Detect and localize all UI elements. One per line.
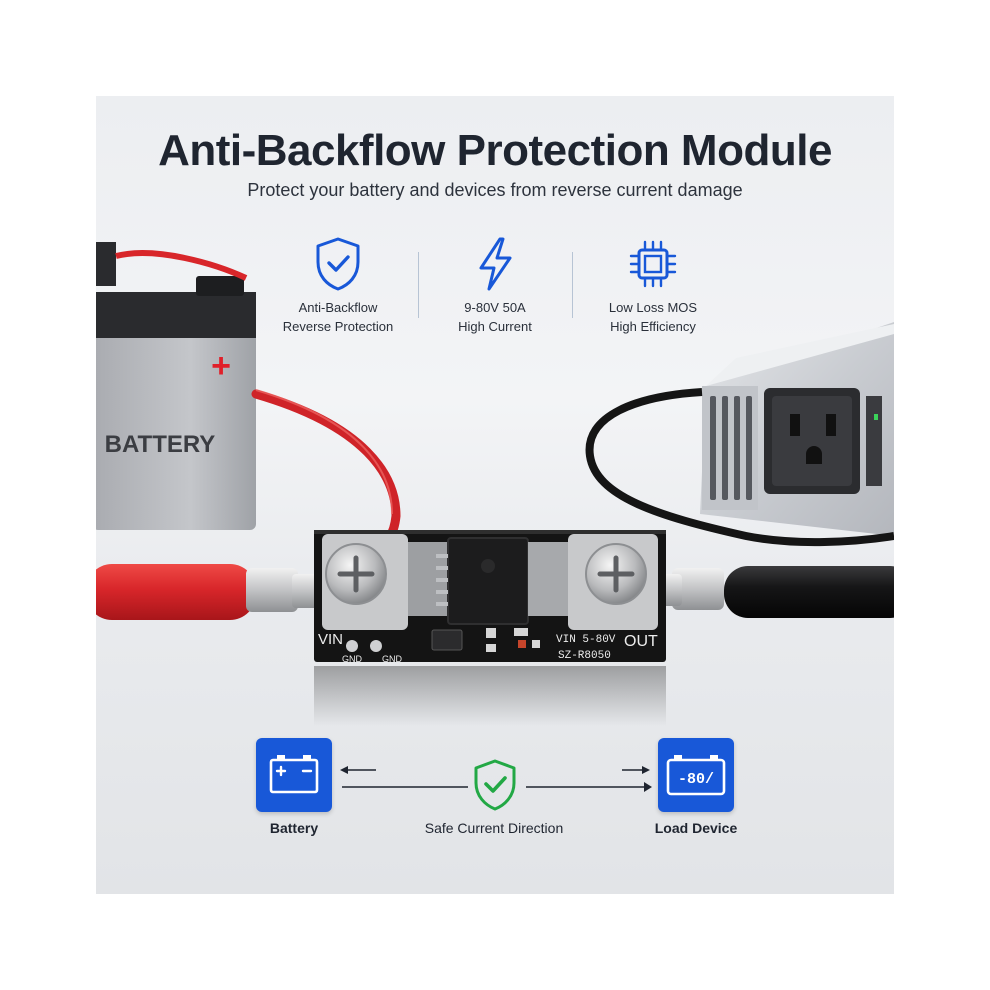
feature-high-current: 9-80V 50A High Current xyxy=(420,236,570,336)
feature-divider xyxy=(418,252,419,318)
page-title: Anti-Backflow Protection Module xyxy=(158,126,832,175)
feature-line-1: Anti-Backflow xyxy=(298,300,378,315)
battery-photo: + BATTERY xyxy=(96,242,256,530)
battery-plus-sign: + xyxy=(211,347,231,385)
feature-anti-backflow: Anti-Backflow Reverse Protection xyxy=(263,236,413,336)
inverter-photo xyxy=(700,322,894,536)
load-display-icon: -80/ xyxy=(666,755,726,796)
feature-line-1: Low Loss MOS xyxy=(608,300,698,315)
pcb-module: VIN OUT GND GND VIN 5-80V SZ-R8050 xyxy=(314,530,666,664)
shield-check-icon xyxy=(316,237,360,291)
feature-line-2: High Efficiency xyxy=(610,319,696,334)
pcb-gnd-label-1: GND xyxy=(342,654,363,664)
flow-arrows xyxy=(340,766,652,792)
pcb-gnd-label-2: GND xyxy=(382,654,403,664)
arrow-right-small-icon xyxy=(642,766,650,774)
shield-check-icon xyxy=(474,759,516,811)
pcb-vin-label: VIN xyxy=(318,631,343,648)
pcb-out-label: OUT xyxy=(624,633,658,650)
feature-line-2: Reverse Protection xyxy=(282,319,394,334)
load-display-text: -80/ xyxy=(678,771,714,788)
battery-icon xyxy=(269,755,319,794)
flow-battery-label: Battery xyxy=(269,820,319,836)
chip-icon xyxy=(629,240,677,288)
flow-load-box: -80/ xyxy=(658,738,734,812)
arrow-right-icon xyxy=(644,782,652,792)
flow-battery-box xyxy=(256,738,332,812)
pcb-reflection xyxy=(314,666,666,726)
pcb-model-label: SZ-R8050 xyxy=(558,650,611,662)
feature-low-loss: Low Loss MOS High Efficiency xyxy=(578,236,728,336)
battery-label: BATTERY xyxy=(105,431,216,458)
flow-load-label: Load Device xyxy=(654,820,738,836)
pcb-rating-label: VIN 5-80V xyxy=(556,634,616,646)
flow-direction-label: Safe Current Direction xyxy=(424,820,564,836)
feature-divider xyxy=(572,252,573,318)
page-subtitle: Protect your battery and devices from re… xyxy=(247,180,743,200)
product-panel: + BATTERY xyxy=(96,96,894,894)
lightning-bolt-icon xyxy=(479,237,512,291)
product-scene: + BATTERY xyxy=(96,242,894,726)
feature-line-2: High Current xyxy=(458,319,532,334)
arrow-left-icon xyxy=(340,766,348,774)
feature-line-1: 9-80V 50A xyxy=(464,300,526,315)
